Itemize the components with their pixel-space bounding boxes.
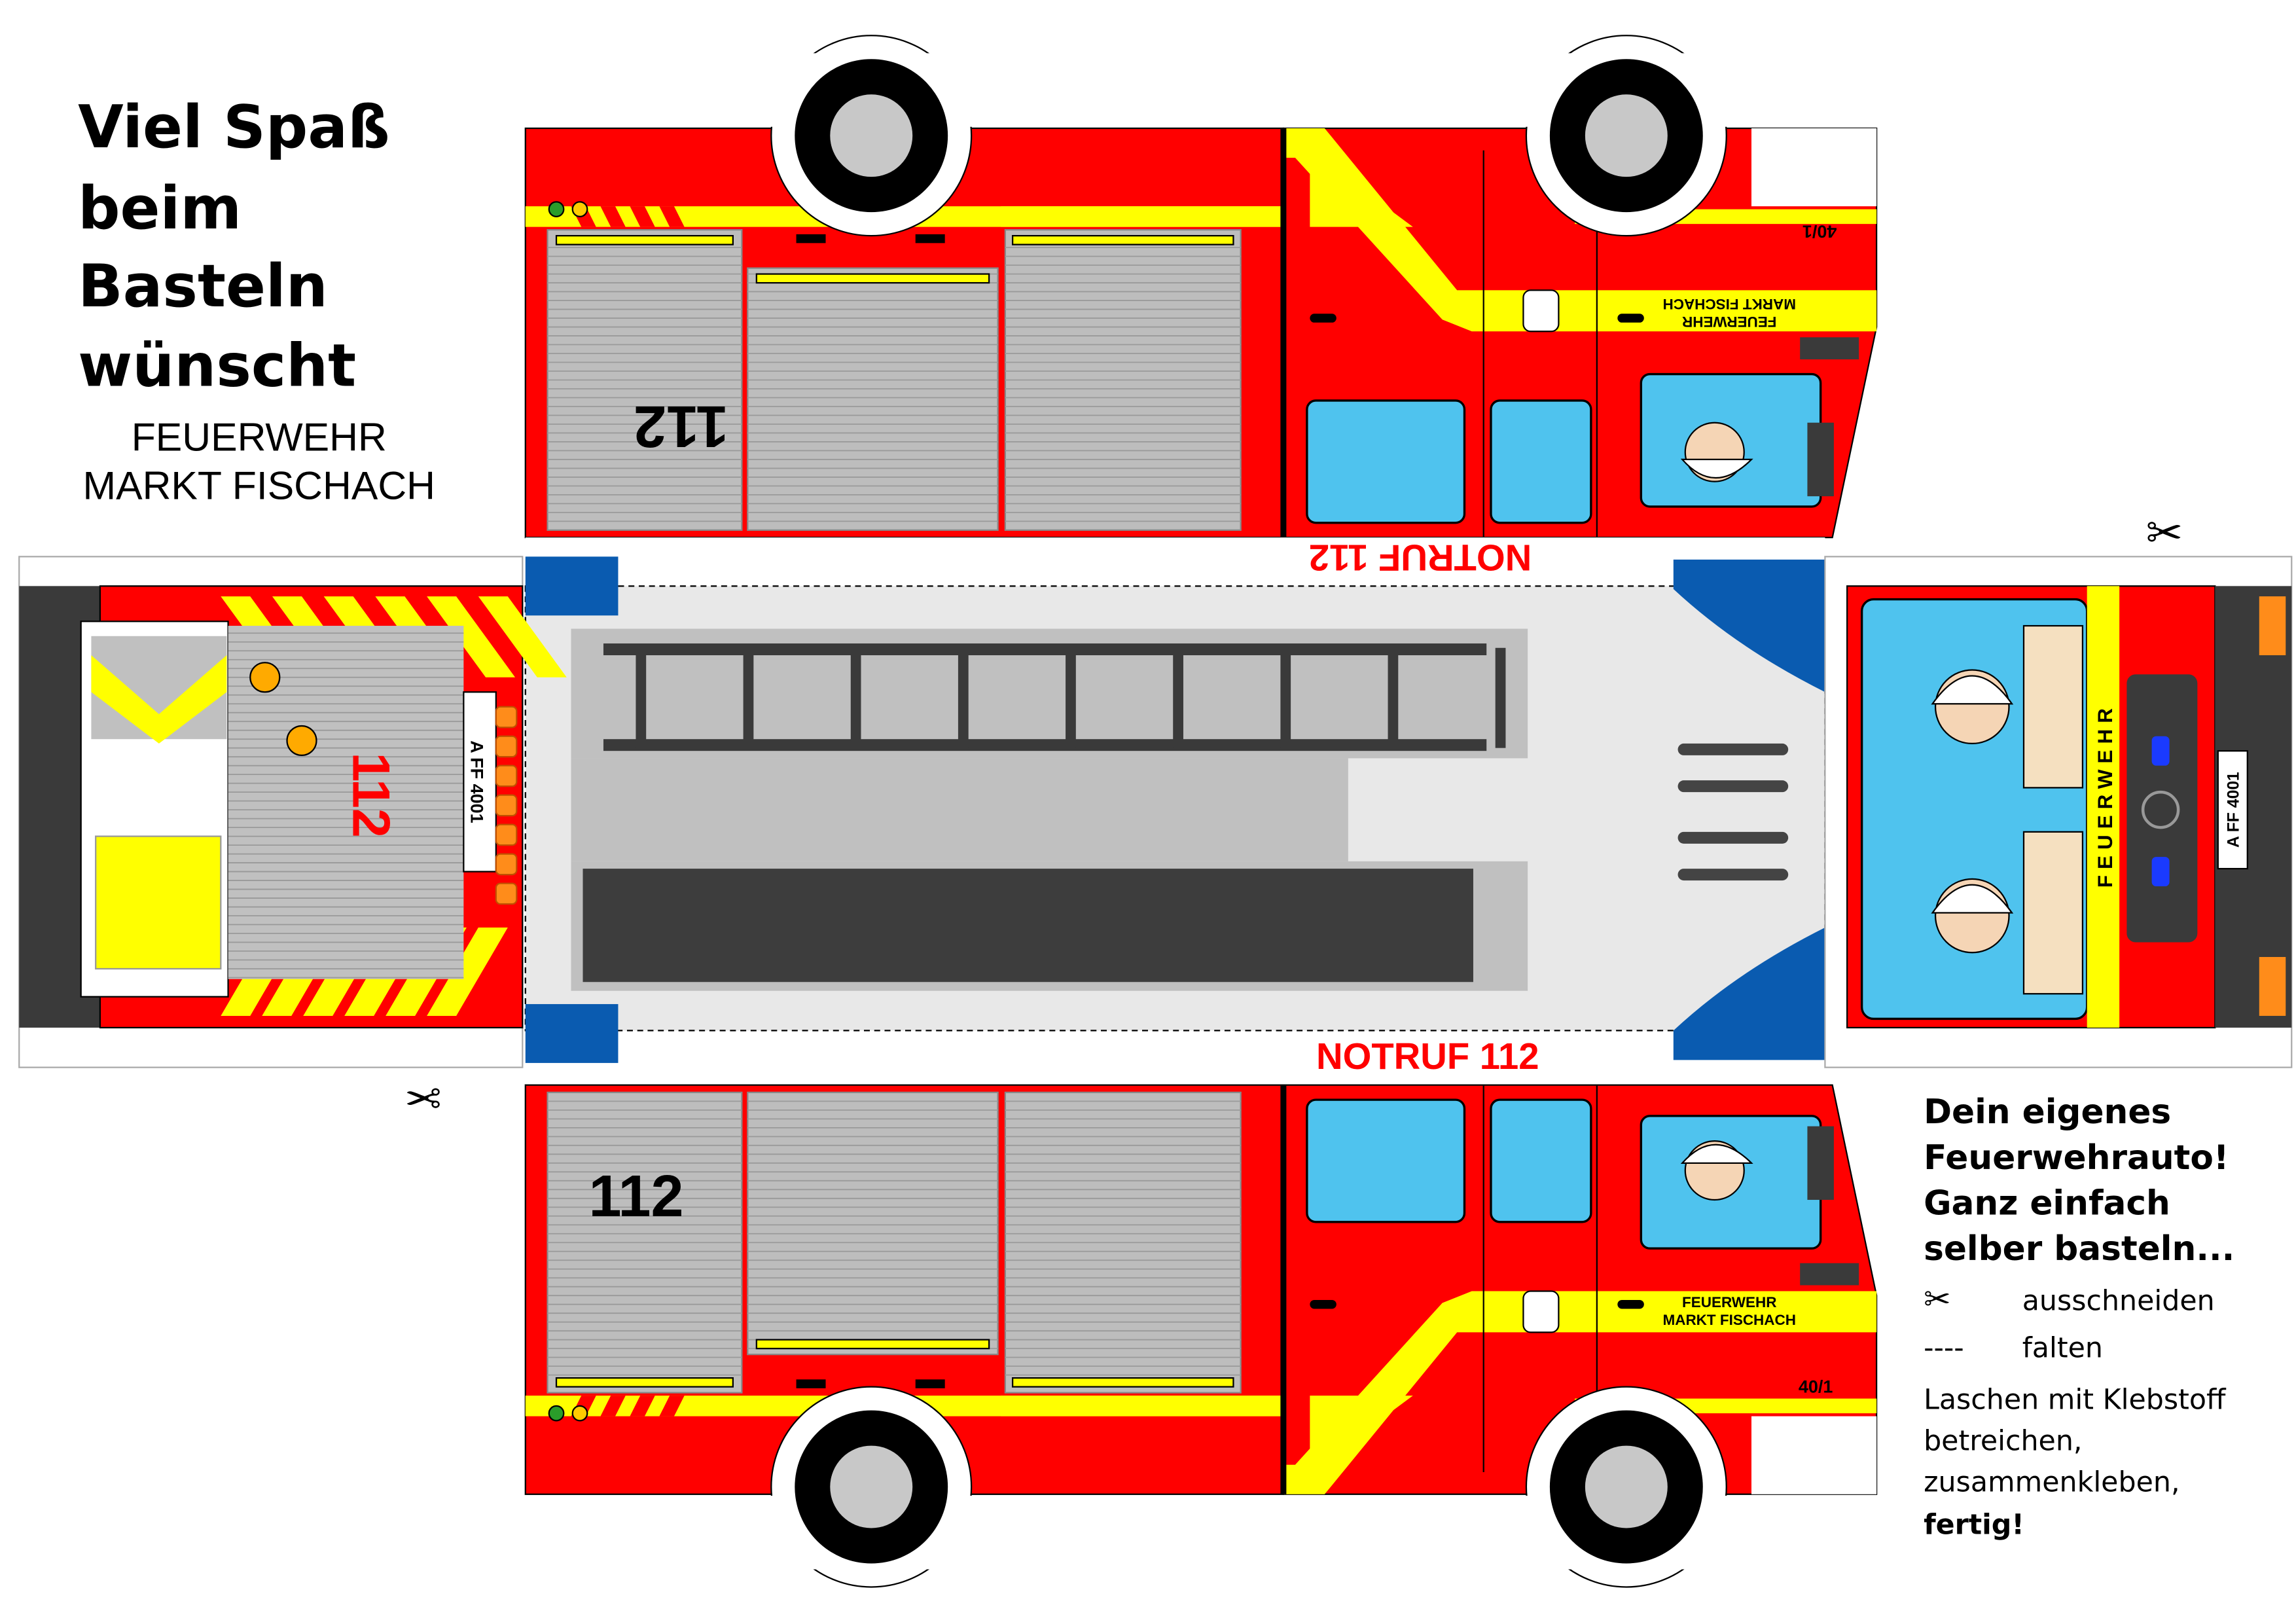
- ladder-rung: [1280, 647, 1291, 748]
- ladder-rung: [1173, 647, 1183, 748]
- rear-panel: [18, 556, 567, 1068]
- greeting-text: Viel Spaß beim Basteln wünscht: [78, 94, 390, 400]
- scissors-icon: ✂: [404, 1072, 442, 1121]
- hose-box: [583, 869, 1473, 983]
- ladder-rung: [850, 647, 861, 748]
- ladder-rung: [958, 647, 969, 748]
- ladder-rung: [636, 647, 647, 748]
- roof-vents: [1677, 743, 1789, 881]
- ladder-rung: [1495, 647, 1506, 748]
- front-panel: [1824, 556, 2293, 1068]
- side-panel-bottom: [526, 1085, 1876, 1587]
- fold-symbol: ----: [1924, 1332, 1964, 1365]
- greeting-line: beim: [78, 175, 242, 243]
- headline-line: selber basteln...: [1924, 1229, 2234, 1269]
- license-plate-rear: A FF 4001: [467, 740, 487, 823]
- call-sign-bottom: 40/1: [1799, 1377, 1833, 1397]
- org-name-line1: FEUERWEHR: [132, 414, 387, 459]
- phone-number-rear: 112: [342, 752, 401, 838]
- ladder-rung: [743, 647, 754, 748]
- emergency-number-bottom: NOTRUF 112: [1316, 1036, 1539, 1077]
- instructions-headline: Dein eigenes Feuerwehrauto! Ganz einfach…: [1924, 1092, 2234, 1269]
- call-sign-top: 40/1: [1803, 221, 1837, 241]
- ladder-rung: [1066, 647, 1076, 748]
- blue-lights: [525, 556, 1825, 1063]
- door-label-top-1: FEUERWEHR: [1682, 314, 1776, 330]
- greeting-line: Basteln: [78, 253, 328, 321]
- emergency-number-top: NOTRUF 112: [1309, 537, 1532, 578]
- door-label-bottom-2: MARKT FISCHACH: [1663, 1312, 1796, 1328]
- door-label-bottom-1: FEUERWEHR: [1682, 1294, 1776, 1310]
- ladder: [603, 643, 1506, 751]
- greeting-line: Viel Spaß: [78, 94, 390, 162]
- headline-line: Feuerwehrauto!: [1924, 1138, 2229, 1178]
- headline-line: Dein eigenes: [1924, 1092, 2171, 1132]
- fold-label: falten: [2022, 1332, 2103, 1365]
- scissors-icon: ✂: [2146, 509, 2183, 558]
- door-label-top-2: MARKT FISCHACH: [1663, 296, 1796, 312]
- done-label: fertig!: [1924, 1508, 2024, 1541]
- org-name-line2: MARKT FISCHACH: [83, 463, 436, 508]
- glue-line: betreichen,: [1924, 1424, 2082, 1457]
- glue-line: zusammenkleben,: [1924, 1466, 2179, 1498]
- front-label: FEUERWEHR: [2094, 702, 2117, 888]
- side-panel-top: [526, 35, 1876, 537]
- phone-number-bottom: 112: [588, 1164, 683, 1229]
- greeting-line: wünscht: [78, 332, 356, 400]
- cut-label: ausschneiden: [2022, 1285, 2215, 1318]
- license-plate-front: A FF 4001: [2225, 772, 2242, 848]
- scissors-icon: ✂: [1924, 1280, 1950, 1318]
- headline-line: Ganz einfach: [1924, 1184, 2170, 1223]
- phone-number-top: 112: [634, 393, 728, 459]
- ladder-rung: [1388, 647, 1399, 748]
- glue-line: Laschen mit Klebstoff: [1924, 1383, 2227, 1416]
